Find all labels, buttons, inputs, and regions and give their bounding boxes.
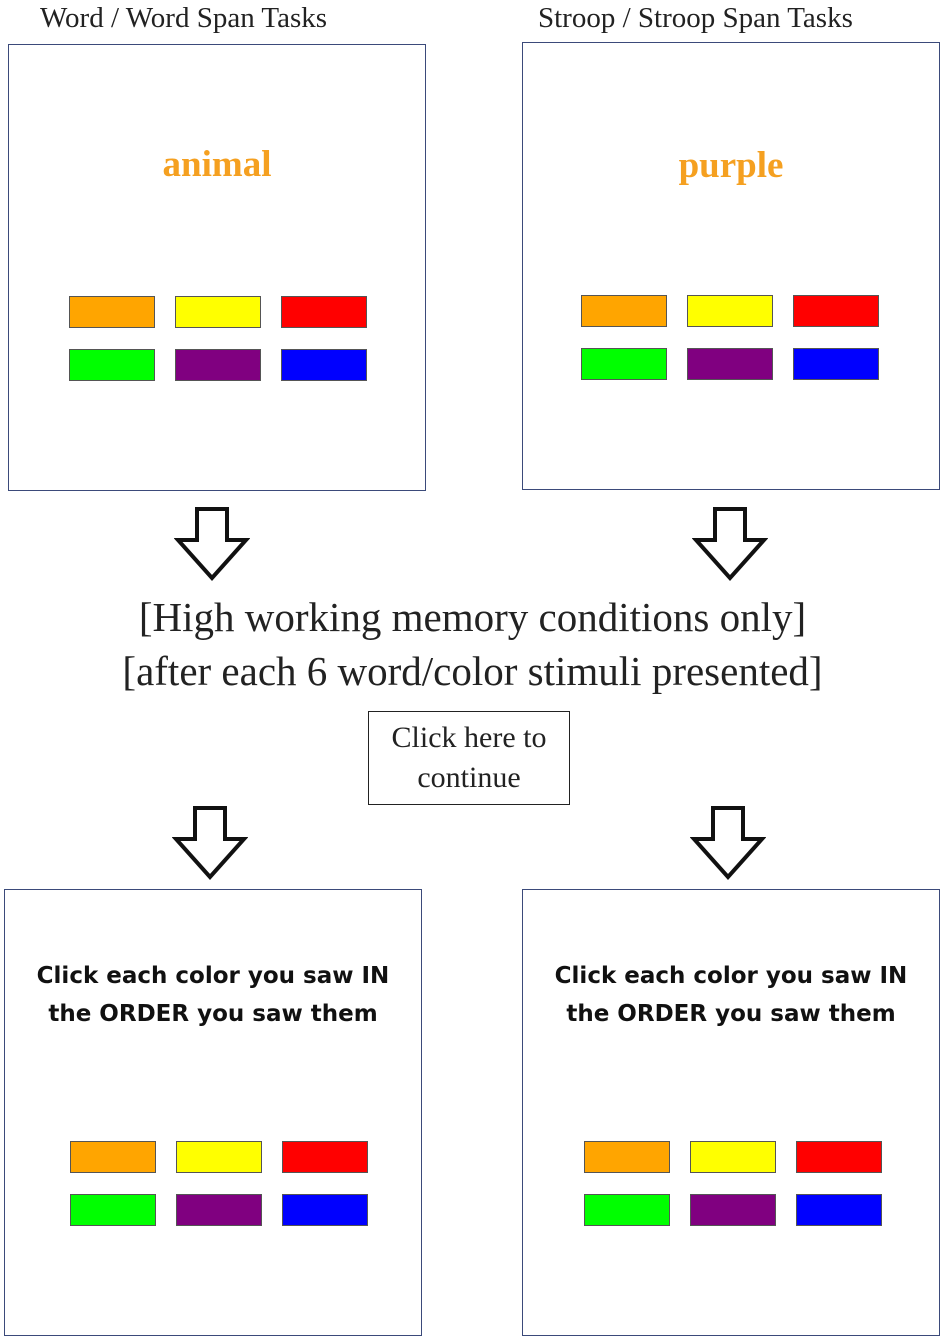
blue-swatch[interactable] xyxy=(281,349,367,381)
blue-swatch[interactable] xyxy=(796,1194,882,1226)
recall-instruction-line1: Click each color you saw IN xyxy=(36,963,390,989)
purple-swatch[interactable] xyxy=(687,348,773,380)
word-span-recall-panel: Click each color you saw IN the ORDER yo… xyxy=(4,889,422,1336)
orange-swatch[interactable] xyxy=(70,1141,156,1173)
color-response-grid xyxy=(70,1141,368,1226)
red-swatch[interactable] xyxy=(281,296,367,328)
down-arrow-icon xyxy=(692,507,768,581)
down-arrow-icon xyxy=(172,806,248,880)
recall-instruction-line1: Click each color you saw IN xyxy=(554,963,908,989)
yellow-swatch[interactable] xyxy=(690,1141,776,1173)
color-response-grid xyxy=(584,1141,882,1226)
down-arrow-icon xyxy=(690,806,766,880)
orange-swatch[interactable] xyxy=(69,296,155,328)
color-response-grid xyxy=(69,296,367,381)
green-swatch[interactable] xyxy=(581,348,667,380)
purple-swatch[interactable] xyxy=(690,1194,776,1226)
recall-instruction: Click each color you saw IN the ORDER yo… xyxy=(5,957,421,1033)
timing-note: [after each 6 word/color stimuli present… xyxy=(122,648,823,694)
stimulus-word-animal: animal xyxy=(162,144,272,185)
color-response-grid xyxy=(581,295,879,380)
down-arrow-icon xyxy=(174,507,250,581)
red-swatch[interactable] xyxy=(793,295,879,327)
red-swatch[interactable] xyxy=(282,1141,368,1173)
recall-instruction: Click each color you saw IN the ORDER yo… xyxy=(523,957,939,1033)
yellow-swatch[interactable] xyxy=(176,1141,262,1173)
word-task-panel: animal xyxy=(8,44,426,491)
blue-swatch[interactable] xyxy=(793,348,879,380)
recall-instruction-line2: the ORDER you saw them xyxy=(48,1001,378,1027)
orange-swatch[interactable] xyxy=(584,1141,670,1173)
blue-swatch[interactable] xyxy=(282,1194,368,1226)
green-swatch[interactable] xyxy=(70,1194,156,1226)
yellow-swatch[interactable] xyxy=(687,295,773,327)
yellow-swatch[interactable] xyxy=(175,296,261,328)
stroop-task-panel: purple xyxy=(522,42,940,490)
recall-instruction-line2: the ORDER you saw them xyxy=(566,1001,896,1027)
green-swatch[interactable] xyxy=(69,349,155,381)
continue-button-line1: Click here to xyxy=(391,721,547,754)
purple-swatch[interactable] xyxy=(176,1194,262,1226)
continue-button[interactable]: Click here to continue xyxy=(368,711,570,805)
purple-swatch[interactable] xyxy=(175,349,261,381)
red-swatch[interactable] xyxy=(796,1141,882,1173)
orange-swatch[interactable] xyxy=(581,295,667,327)
continue-button-line2: continue xyxy=(417,761,521,794)
heading-word-tasks: Word / Word Span Tasks xyxy=(40,2,328,34)
stroop-span-recall-panel: Click each color you saw IN the ORDER yo… xyxy=(522,889,940,1336)
green-swatch[interactable] xyxy=(584,1194,670,1226)
stimulus-word-purple: purple xyxy=(678,145,784,186)
heading-stroop-tasks: Stroop / Stroop Span Tasks xyxy=(538,2,853,34)
condition-note: [High working memory conditions only] xyxy=(138,594,807,640)
